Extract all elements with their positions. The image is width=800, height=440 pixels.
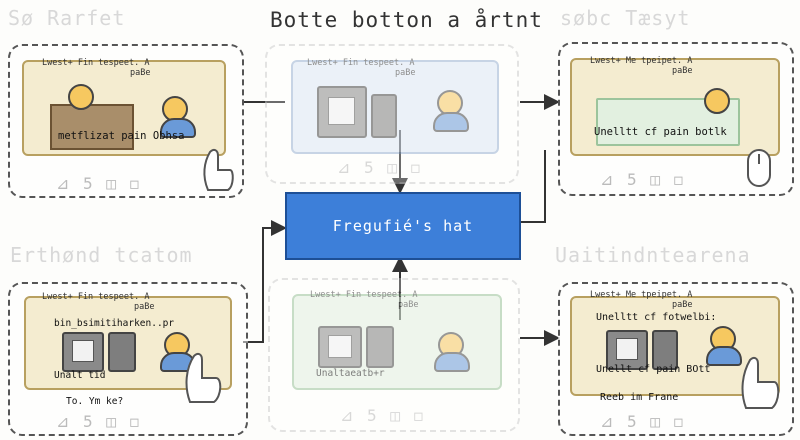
caption-line1: Lwest+ Fin tespeet. A [42,58,150,68]
monitor-icon [606,330,648,370]
computer-tower-icon [108,332,136,372]
ghost-title-mid-left: Erthønd tcatom [10,243,193,267]
computer-tower-icon [371,94,397,138]
panel-top-right: Lwest+ Me tpeipet. A paBe Unelltt cf pai… [558,42,794,196]
ghost-title-mid-right: Uaitindntearena [555,243,751,267]
person-body-icon [160,118,196,138]
caption-line1: Lwest+ Fin tespeet. A [310,290,418,300]
panel-bottom-right: Lwest+ Me tpeipet. A paBe Unelltt cf fot… [558,282,794,436]
panel-label-top: Unelltt cf fotwelbi: [596,312,717,323]
caption-line1: Lwest+ Me tpeipet. A [590,56,693,66]
person-body-icon [706,346,742,366]
caption-line1: Lwest+ Fin tespeet. A [307,58,415,68]
panel-bottom-mid: Lwest+ Fin tespeet. A paBe Unaltaeatb+r … [268,278,520,432]
panel-label: metflizat pain Obhsa [58,130,185,142]
caption-line2: paBe [134,302,155,312]
person-body-icon [433,112,469,132]
panel-below-text: To. Ym ke? [66,396,124,407]
center-box-label: Fregufié's hat [332,217,474,235]
toolbar-strip: ⊿ 5 ◫ ◻ [600,412,686,431]
desk [50,104,134,150]
mouse-icon [747,149,771,187]
toolbar-strip: ⊿ 5 ◫ ◻ [600,170,686,189]
panel-label-bottom: Unalt tid [54,370,106,381]
toolbar-strip: ⊿ 5 ◫ ◻ [337,158,423,177]
ghost-title-top-right: søbc Tæsyt [560,6,691,30]
arrow-center-to-tr [517,150,546,223]
monitor-icon [318,326,362,368]
panel-bottom-left: Lwest+ Fin tespeet. A paBe bin_bsimitiha… [8,282,248,436]
caption-line1: Lwest+ Me tpeipet. A [590,290,693,300]
caption-line2: paBe [398,300,419,310]
caption-line2: paBe [395,68,416,78]
highlight-zone [596,98,740,146]
person-head-icon [437,90,463,116]
panel-label: Unelltt cf pain botlk [594,126,727,138]
panel-label-bottom: Unaltaeatb+r [316,368,385,379]
caption-line2: paBe [672,300,693,310]
toolbar-strip: ⊿ 5 ◫ ◻ [340,406,426,425]
diagram-title: Botte botton a årtnt [270,8,543,32]
panel-label-top: bin_bsimitiharken..pr [54,318,175,329]
monitor-icon [62,332,104,372]
center-process-box: Fregufié's hat [285,192,521,260]
caption-line2: paBe [672,66,693,76]
monitor-icon [317,86,367,138]
person-head-icon [68,84,94,110]
arrow-bl-to-center [243,220,287,343]
panel-below-text: Reeb im Frane [600,392,679,403]
toolbar-strip: ⊿ 5 ◫ ◻ [56,412,142,431]
computer-tower-icon [366,326,394,368]
caption-line2: paBe [130,68,151,78]
panel-top-left: Lwest+ Fin tespeet. A paBe metflizat pai… [8,44,244,198]
hand-pointer-icon [741,356,780,409]
toolbar-strip: ⊿ 5 ◫ ◻ [56,174,142,193]
person-head-icon [704,88,730,114]
panel-label-bottom: Unellt cf pain BOtt [596,364,711,375]
panel-top-mid: Lwest+ Fin tespeet. A paBe ⊿ 5 ◫ ◻ [265,44,519,184]
hand-pointer-icon [185,352,222,403]
caption-line1: Lwest+ Fin tespeet. A [42,292,150,302]
computer-tower-icon [652,330,678,370]
hand-pointer-icon [203,148,234,191]
ghost-title-top-left: Sø Rarfet [8,6,126,30]
person-body-icon [434,352,470,372]
